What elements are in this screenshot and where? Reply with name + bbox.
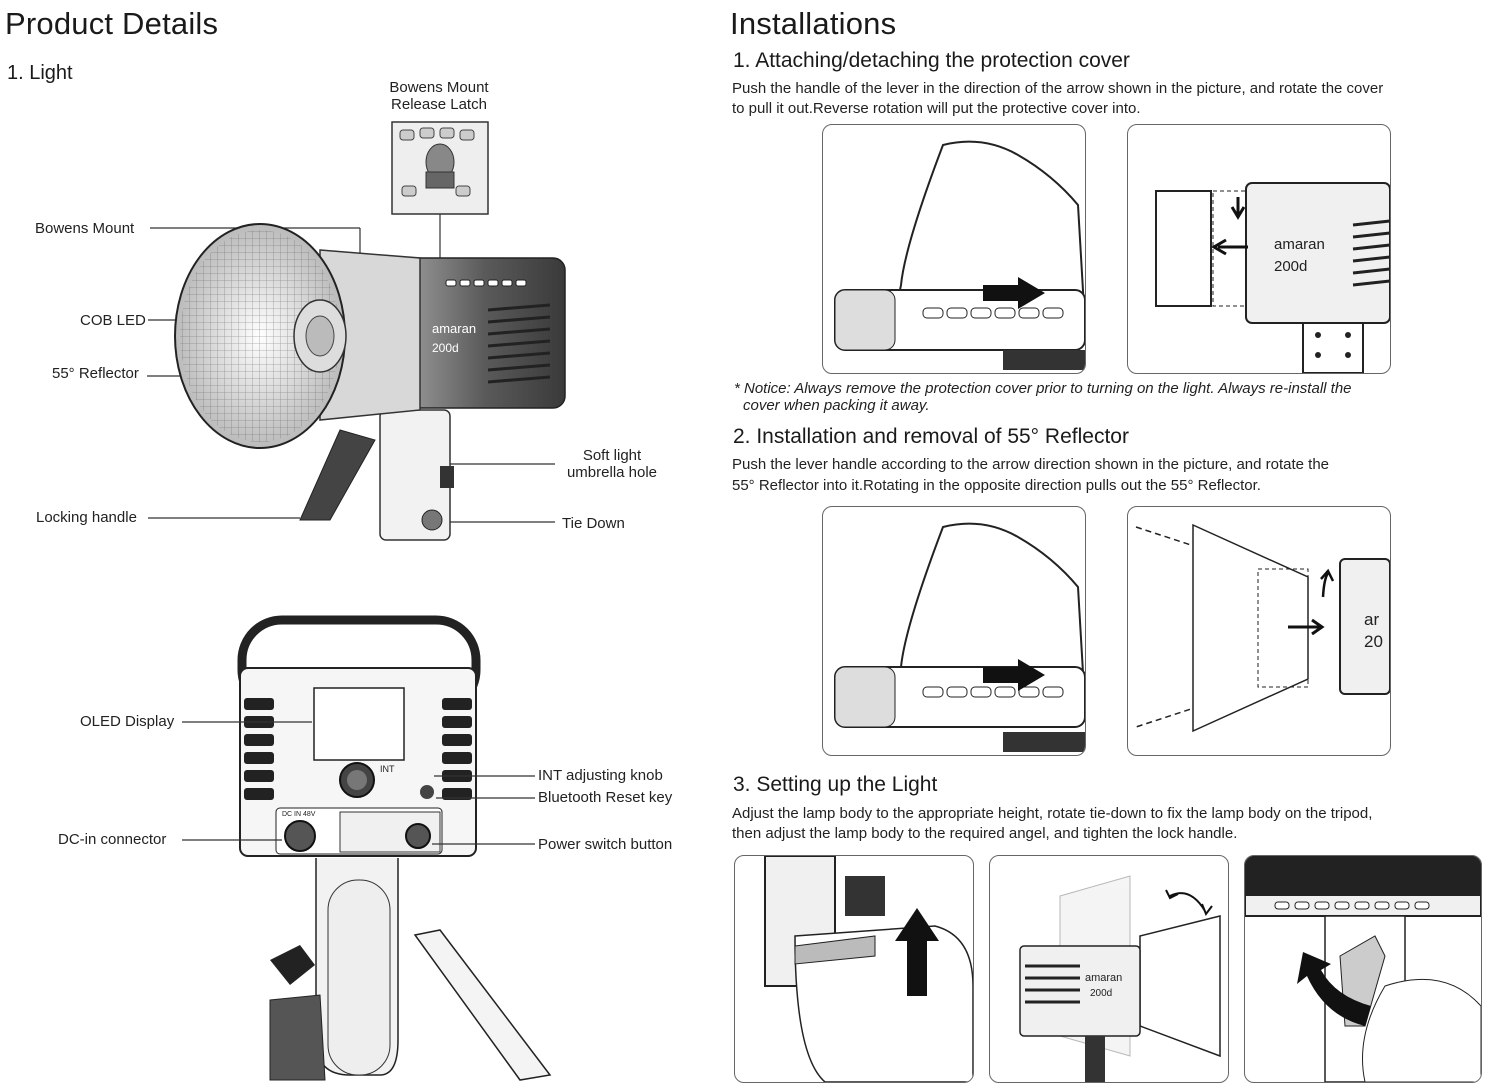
- svg-text:INT: INT: [380, 764, 395, 774]
- label-power-switch: Power switch button: [538, 836, 673, 853]
- label-softlight-hole: Soft light umbrella hole: [566, 447, 658, 481]
- step2-panel-reflector: ar 20: [1127, 506, 1391, 756]
- step1-panel-hand: [822, 124, 1086, 374]
- rear-view-illustration: INT DC IN 48V: [182, 615, 552, 1081]
- svg-text:200d: 200d: [1090, 988, 1112, 999]
- step3-text-line1: Adjust the lamp body to the appropriate …: [732, 805, 1373, 822]
- svg-text:20: 20: [1364, 632, 1383, 651]
- step1-text-line1: Push the handle of the lever in the dire…: [732, 80, 1384, 97]
- step2-text-line2: 55° Reflector into it.Rotating in the op…: [732, 477, 1261, 494]
- label-bowens-mount: Bowens Mount: [35, 220, 135, 237]
- product-details-title: Product Details: [5, 6, 219, 41]
- brand-text: amaran: [432, 321, 476, 336]
- step2-text-line1: Push the lever handle according to the a…: [732, 456, 1330, 473]
- label-oled-display: OLED Display: [80, 713, 175, 730]
- label-cob-led: COB LED: [80, 312, 146, 329]
- label-tie-down: Tie Down: [562, 515, 625, 532]
- label-reflector: 55° Reflector: [52, 365, 139, 382]
- step2-heading: 2. Installation and removal of 55° Refle…: [733, 425, 1129, 448]
- step1-heading: 1. Attaching/detaching the protection co…: [733, 49, 1130, 72]
- light-subtitle: 1. Light: [7, 62, 73, 84]
- label-dc-in: DC-in connector: [58, 831, 167, 848]
- step1-text-line2: to pull it out.Reverse rotation will put…: [732, 100, 1141, 117]
- model-text: 200d: [432, 341, 459, 355]
- notice-line1: * Notice: Always remove the protection c…: [734, 380, 1352, 397]
- installations-title: Installations: [730, 6, 897, 41]
- svg-text:amaran: amaran: [1274, 236, 1325, 253]
- notice-line2: cover when packing it away.: [743, 397, 930, 414]
- svg-text:200d: 200d: [1274, 258, 1307, 275]
- svg-text:DC IN 48V: DC IN 48V: [282, 811, 316, 818]
- label-int-knob: INT adjusting knob: [538, 767, 663, 784]
- light-illustration: amaran 200d: [147, 121, 566, 541]
- step3-heading: 3. Setting up the Light: [733, 773, 938, 796]
- svg-text:amaran: amaran: [1085, 972, 1122, 984]
- oled-display-shape: [313, 687, 405, 761]
- step3-panel-height: [734, 855, 974, 1083]
- label-locking-handle: Locking handle: [36, 509, 137, 526]
- step2-panel-hand: [822, 506, 1086, 756]
- step3-text-line2: then adjust the lamp body to the require…: [732, 825, 1238, 842]
- svg-text:ar: ar: [1364, 610, 1379, 629]
- step1-panel-cover: amaran 200d: [1127, 124, 1391, 374]
- label-bowens-latch: Bowens Mount Release Latch: [389, 79, 489, 113]
- step3-panel-lock: [1244, 855, 1482, 1083]
- label-bt-reset: Bluetooth Reset key: [538, 789, 673, 806]
- step3-panel-angle: amaran 200d: [989, 855, 1229, 1083]
